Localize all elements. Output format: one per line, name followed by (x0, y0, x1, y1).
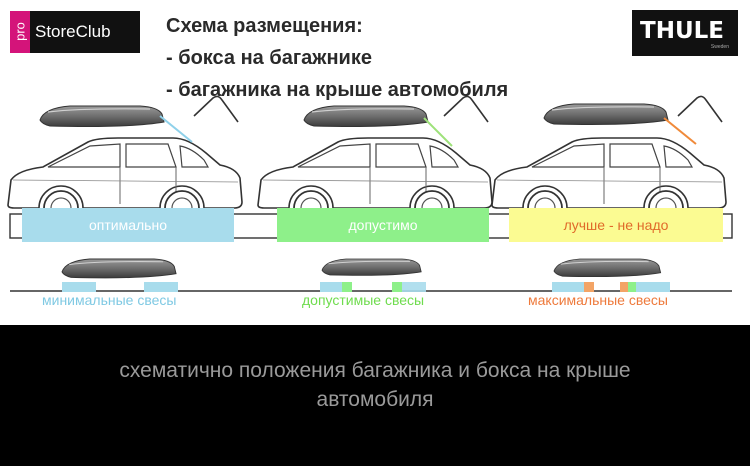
thule-logo-subtext: Sweden (710, 44, 729, 50)
logo-accent (10, 11, 30, 53)
zone-band-optimal (22, 208, 234, 242)
overhang-label-acceptable: допустимые свесы (302, 292, 425, 308)
thule-logo: THULE Sweden (632, 10, 738, 56)
zone-label-optimal: оптимально (89, 217, 167, 233)
prostoreclub-logo: pro StoreClub (10, 11, 140, 53)
small-box-not-recommended (552, 258, 670, 292)
small-box-acceptable (320, 258, 426, 292)
overhang-arrow-not-recommended (663, 117, 697, 145)
overhang-label-maximal: максимальные свесы (528, 292, 668, 308)
car-optimal (7, 95, 243, 226)
zone-band-acceptable (277, 208, 489, 242)
logo-storeclub-text: StoreClub (35, 22, 111, 41)
overhang-label-minimal: минимальные свесы (42, 292, 177, 308)
diagram-panel: pro StoreClub Схема размещения: - бокса … (0, 0, 750, 325)
caption: схематично положения багажника и бокса н… (0, 356, 750, 414)
zone-band-not-recommended (509, 208, 723, 242)
diagram-title: Схема размещения: - бокса на багажнике -… (166, 10, 508, 106)
title-line-3: - багажника на крыше автомобиля (166, 79, 509, 101)
small-box-optimal (61, 258, 178, 292)
title-line-1: Схема размещения: (166, 15, 363, 37)
cars-illustration (7, 95, 733, 292)
title-line-2: - бокса на багажнике (166, 47, 372, 69)
thule-logo-text: THULE (640, 18, 724, 44)
caption-line-2: автомобиля (316, 388, 434, 411)
caption-line-1: схематично положения багажника и бокса н… (119, 359, 631, 382)
overhang-arrow-optimal (159, 115, 193, 143)
overhang-arrow-acceptable (423, 117, 453, 147)
car-not-recommended (491, 95, 727, 226)
zone-label-not-recommended: лучше - не надо (563, 217, 669, 233)
zone-label-acceptable: допустимо (348, 217, 418, 233)
car-acceptable (257, 95, 493, 226)
